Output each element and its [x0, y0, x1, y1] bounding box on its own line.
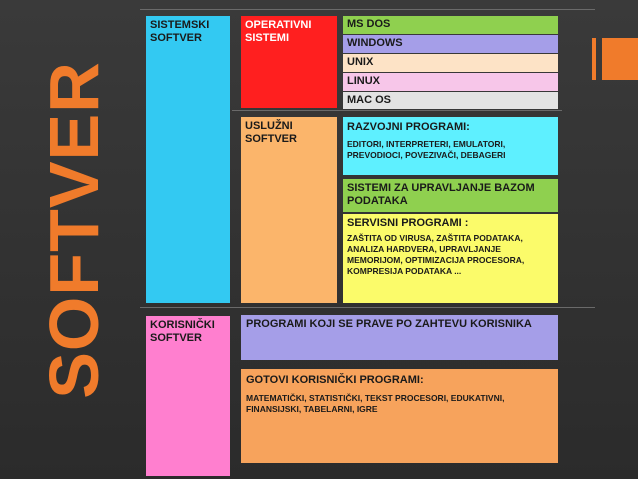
os-mac-os: MAC OS	[343, 92, 558, 109]
razvojni-programi-box: RAZVOJNI PROGRAMI: EDITORI, INTERPRETERI…	[343, 117, 558, 175]
os-unix-label: UNIX	[347, 56, 374, 68]
gotovi-programi-box: GOTOVI KORISNIČKI PROGRAMI: MATEMATIČKI,…	[241, 369, 558, 463]
os-unix: UNIX	[343, 54, 558, 72]
sistemski-softver-box: SISTEMSKI SOFTVER	[146, 16, 230, 303]
servisni-programi-title: SERVISNI PROGRAMI :	[347, 217, 469, 229]
os-ms-dos-label: MS DOS	[347, 18, 391, 30]
operativni-sistemi-box: OPERATIVNI SISTEMI	[241, 16, 337, 108]
servisni-programi-text: ZAŠTITA OD VIRUSA, ZAŠTITA PODATAKA, ANA…	[347, 233, 525, 276]
korisnicki-softver-box: KORISNIČKI SOFTVER	[146, 316, 230, 476]
diagram-title: SOFTVER	[35, 61, 113, 399]
os-windows-label: WINDOWS	[347, 37, 403, 49]
po-zahtevu-label: PROGRAMI KOJI SE PRAVE PO ZAHTEVU KORISN…	[246, 318, 532, 330]
po-zahtevu-box: PROGRAMI KOJI SE PRAVE PO ZAHTEVU KORISN…	[241, 315, 558, 360]
razvojni-programi-text: EDITORI, INTERPRETERI, EMULATORI, PREVOD…	[347, 139, 506, 160]
title-container: SOFTVER	[34, 60, 114, 400]
gotovi-programi-title: GOTOVI KORISNIČKI PROGRAMI:	[246, 374, 424, 386]
divider-section	[140, 307, 595, 308]
sistemski-softver-label: SISTEMSKI SOFTVER	[150, 19, 210, 44]
divider-middle	[232, 110, 562, 111]
baze-podataka-label: SISTEMI ZA UPRAVLJANJE BAZOM PODATAKA	[347, 182, 535, 207]
divider-top	[140, 9, 595, 10]
os-windows: WINDOWS	[343, 35, 558, 53]
os-ms-dos: MS DOS	[343, 16, 558, 34]
servisni-programi-box: SERVISNI PROGRAMI : ZAŠTITA OD VIRUSA, Z…	[343, 214, 558, 303]
accent-block	[602, 38, 638, 80]
usluzni-softver-box: USLUŽNI SOFTVER	[241, 117, 337, 303]
operativni-sistemi-label: OPERATIVNI SISTEMI	[245, 19, 312, 44]
razvojni-programi-title: RAZVOJNI PROGRAMI:	[347, 121, 470, 133]
korisnicki-softver-label: KORISNIČKI SOFTVER	[150, 319, 215, 344]
usluzni-softver-label: USLUŽNI SOFTVER	[245, 120, 297, 145]
accent-bar	[592, 38, 596, 80]
os-mac-os-label: MAC OS	[347, 94, 391, 106]
os-linux: LINUX	[343, 73, 558, 91]
os-linux-label: LINUX	[347, 75, 380, 87]
baze-podataka-box: SISTEMI ZA UPRAVLJANJE BAZOM PODATAKA	[343, 179, 558, 212]
gotovi-programi-text: MATEMATIČKI, STATISTIČKI, TEKST PROCESOR…	[246, 393, 505, 414]
